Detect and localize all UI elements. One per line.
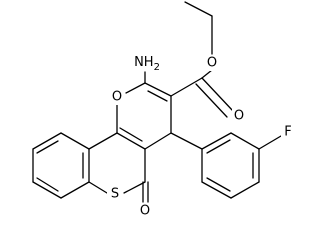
bond-benzo-2 (60, 181, 90, 199)
bond-c5-s (123, 181, 146, 194)
bond-carbonyl-ring (170, 77, 203, 97)
bond-carbonyl-double-b (195, 83, 228, 118)
bond-c2-c3-double (147, 90, 168, 102)
bond-benzo-5 (32, 132, 62, 150)
bond-benzo-5-double (36, 140, 59, 154)
ester-alkoxy-oxygen-bg (205, 55, 220, 71)
bond-c4a-c10b-double (119, 127, 143, 142)
bond-aryl-1 (201, 132, 232, 150)
bond-aryl-1-double (206, 139, 231, 154)
fluorine-bg (281, 124, 295, 140)
bond-benzo-6 (60, 132, 90, 150)
bond-benzo-3 (32, 181, 62, 199)
ring-oxygen-bg (110, 89, 125, 105)
bond-c4-aryl (170, 132, 203, 150)
ester-carbonyl-oxygen-label: O (234, 109, 244, 124)
bond-s-c5a (88, 181, 108, 194)
amino-label-bg (134, 52, 160, 69)
thio-sulfur-label: S (111, 187, 119, 202)
ester-alkoxy-oxygen-label: O (207, 56, 217, 71)
bond-o-carbonyl (201, 69, 213, 79)
bond-ethyl-ch3 (184, 1, 213, 17)
atom-labels: NH2 O O O S O F (107, 52, 295, 219)
bond-c4a-c10b (116, 132, 146, 150)
thio-carbonyl-oxygen-label: O (140, 204, 150, 219)
thio-carbonyl-oxygen-bg (138, 203, 153, 219)
bond-aryl-2 (230, 132, 260, 150)
bond-c2-c3 (144, 82, 172, 97)
thio-sulfur-bg (107, 186, 122, 202)
bond-aryl-5-double (206, 177, 231, 192)
bond-aryl-f (258, 135, 282, 150)
bonds (32, 1, 282, 203)
bond-carbonyl-double-a (201, 77, 234, 112)
ring-oxygen-label: O (112, 90, 122, 105)
bond-aryl-5 (201, 181, 232, 199)
bond-benzo-3-double (36, 177, 59, 192)
bond-c10b-c10a (88, 132, 118, 150)
bond-c4-c4a (144, 132, 172, 150)
fluorine-label: F (284, 125, 291, 140)
bond-aryl-4 (230, 181, 260, 199)
amino-label: NH2 (134, 55, 160, 74)
ester-carbonyl-oxygen-bg (232, 108, 247, 124)
bond-o1-c2 (125, 82, 146, 94)
